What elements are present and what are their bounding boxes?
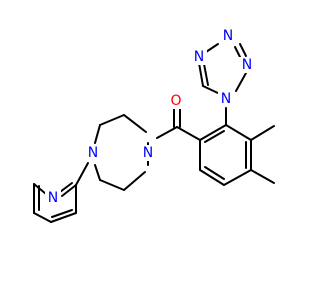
bond-tetrazole-4 [239, 43, 247, 57]
bond-tetrazole-2b [203, 63, 209, 86]
chemical-structure: O N N N N N N N [33, 28, 275, 223]
bond-tetrazole-5 [235, 72, 247, 92]
label-bg [168, 93, 184, 109]
label-bg [239, 57, 255, 73]
atom-labels: O N N N N N N N [45, 28, 255, 206]
bond-piperazine-pyridine [75, 162, 89, 186]
atom-nitrogen-piperazine-1: N [143, 145, 153, 161]
atom-nitrogen-tetrazole-1: N [221, 91, 231, 107]
atom-nitrogen-tetrazole-4: N [242, 57, 252, 73]
bond-benzene-6b [204, 130, 225, 143]
bond-benzene-2b [204, 166, 225, 180]
bond-tetrazole-1 [202, 85, 221, 95]
label-bg [191, 49, 207, 65]
bond-pyridine-1b [59, 182, 73, 193]
bond-benzene-6 [199, 124, 227, 141]
atom-oxygen: O [170, 93, 181, 109]
label-bg [85, 145, 101, 161]
label-bg [220, 28, 236, 44]
bond-piperazine-1 [123, 114, 147, 133]
bond-piperazine-5 [99, 179, 125, 191]
bond-pyridine-4 [33, 212, 52, 223]
bond-tetrazole-2 [198, 62, 204, 87]
bond-carbonyl-n-piperazine [156, 126, 178, 139]
label-bg [218, 91, 234, 107]
bond-carbonyl-aryl [176, 126, 201, 141]
bond-piperazine-3 [94, 124, 101, 144]
bond-piperazine-4 [94, 164, 101, 181]
bond-tetrazole-4b [234, 46, 241, 58]
bond-methyl-upper [250, 125, 275, 141]
label-bg [45, 190, 61, 206]
atom-nitrogen-pyridine: N [48, 190, 58, 206]
atom-nitrogen-tetrazole-3: N [223, 28, 233, 44]
bond-pyridine-1 [61, 184, 77, 197]
bond-pyridine-5 [50, 212, 77, 223]
bond-benzene-5 [225, 124, 252, 141]
bond-benzene-3 [223, 169, 252, 186]
bond-tetrazole-3 [205, 43, 219, 53]
bond-piperazine-6 [123, 171, 146, 191]
bond-benzene-2 [199, 169, 225, 186]
atom-nitrogen-tetrazole-2: N [194, 49, 204, 65]
bond-methyl-lower [250, 169, 275, 184]
atom-nitrogen-piperazine-4: N [88, 145, 98, 161]
bond-piperazine-2 [99, 114, 125, 126]
label-bg [140, 145, 156, 161]
bond-pyridine-5b [51, 209, 73, 218]
